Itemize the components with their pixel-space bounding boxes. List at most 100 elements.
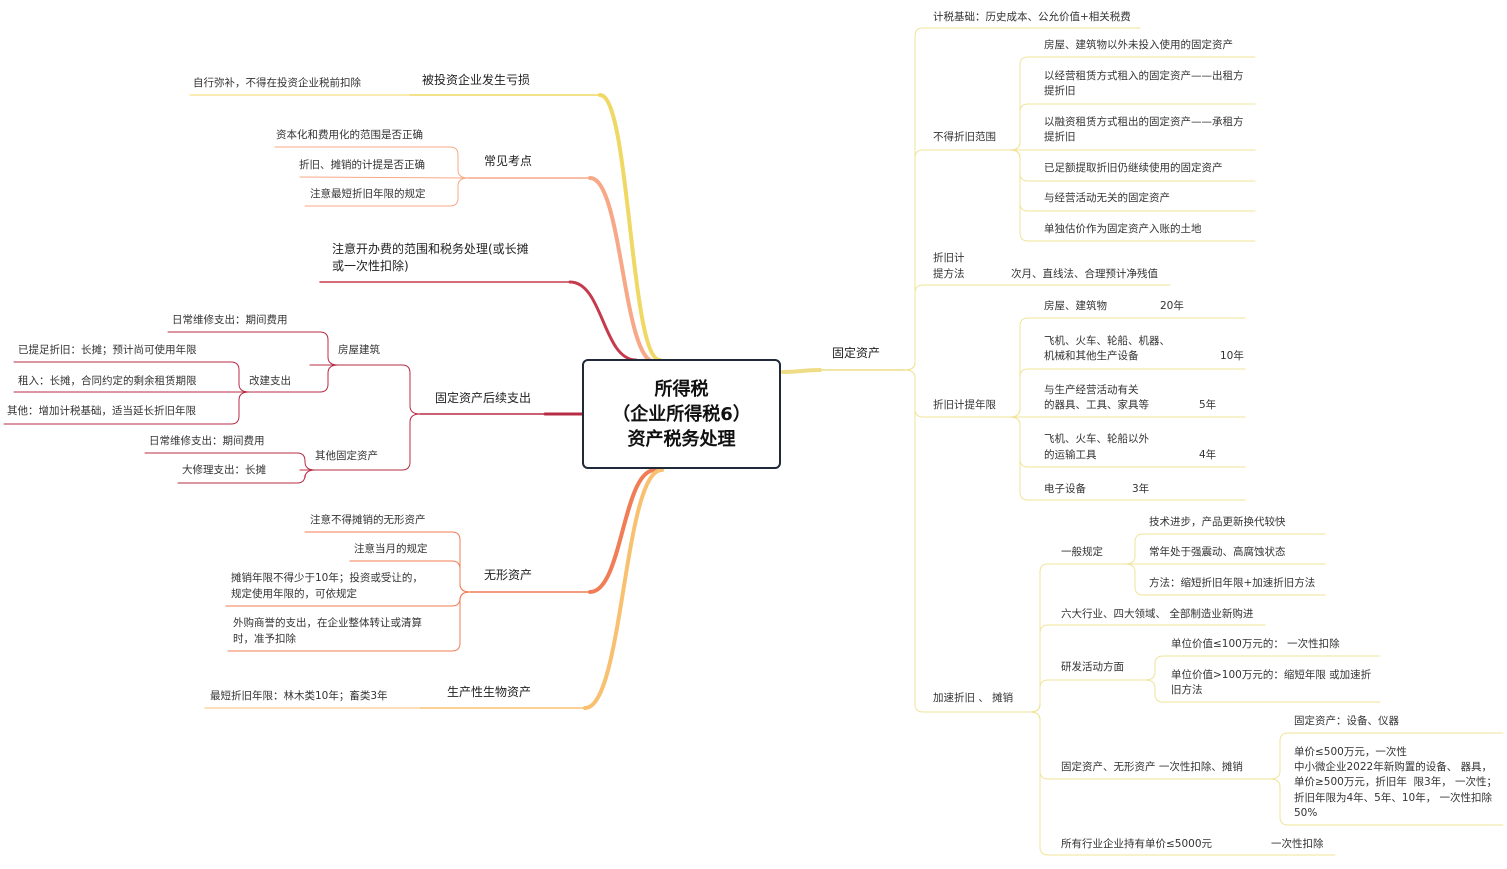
nodep-item-2-line-2[interactable]: 提折旧	[1044, 85, 1076, 97]
method-detail[interactable]: 次月、直线法、合理预计净残值	[1011, 268, 1158, 280]
fi-item-2-line-5[interactable]: 50%	[1294, 807, 1318, 819]
fi-node[interactable]: 固定资产、无形资产 一次性扣除、摊销	[1061, 761, 1243, 773]
intangible-item-1[interactable]: 注意不得摊销的无形资产	[310, 514, 426, 526]
common-topic[interactable]: 常见考点	[484, 154, 533, 168]
subsequent-topic[interactable]: 固定资产后续支出	[435, 391, 532, 405]
nodep-item-3-line-1[interactable]: 以融资租赁方式租出的固定资产——承租方	[1044, 116, 1244, 128]
nodep-item-6[interactable]: 单独估价作为固定资产入账的土地	[1044, 223, 1202, 235]
renovation-node[interactable]: 改建支出	[249, 375, 291, 387]
all-industries-value[interactable]: 一次性扣除	[1271, 838, 1324, 850]
link-other-2	[177, 469, 316, 484]
startup-topic-line-1[interactable]: 注意开办费的范围和税务处理(或长摊	[332, 242, 529, 256]
fixed-assets-topic[interactable]: 固定资产	[832, 346, 881, 360]
common-item-2[interactable]: 折旧、摊销的计提是否正确	[299, 159, 425, 171]
nodep-item-5[interactable]: 与经营活动无关的固定资产	[1044, 192, 1170, 204]
intangible-topic[interactable]: 无形资产	[484, 568, 533, 582]
rd-item-1[interactable]: 单位价值≤100万元的： 一次性扣除	[1171, 638, 1340, 650]
renovation-item-1[interactable]: 已提足折旧：长摊；预计尚可使用年限	[18, 344, 197, 356]
rd-node[interactable]: 研发活动方面	[1061, 661, 1124, 673]
tax-basis[interactable]: 计税基础：历史成本、公允价值+相关税费	[933, 11, 1131, 23]
years-item-2-label-1[interactable]: 飞机、火车、轮船、机器、	[1044, 335, 1170, 347]
renovation-item-2[interactable]: 租入：长摊，合同约定的剩余租赁期限	[18, 375, 197, 387]
method-node-line-2[interactable]: 提方法	[933, 268, 965, 280]
years-item-1-value[interactable]: 20年	[1160, 300, 1184, 312]
nodep-item-1[interactable]: 房屋、建筑物以外未投入使用的固定资产	[1044, 39, 1233, 51]
years-item-4-value[interactable]: 4年	[1199, 449, 1217, 461]
rd-item-2-line-2[interactable]: 旧方法	[1171, 684, 1203, 696]
link-general-3	[1124, 563, 1146, 596]
no-depreciation-node[interactable]: 不得折旧范围	[933, 131, 996, 143]
link-renovation-3	[3, 391, 250, 425]
link-other-fixed	[299, 413, 421, 471]
link-common	[588, 176, 657, 364]
years-item-2-value[interactable]: 10年	[1220, 350, 1244, 362]
method-node-line-1[interactable]: 折旧计	[933, 252, 965, 264]
bio-detail[interactable]: 最短折旧年限：林木类10年；畜类3年	[210, 690, 388, 702]
link-years-1	[1009, 317, 1041, 418]
link-common-3	[304, 177, 469, 207]
loss-topic[interactable]: 被投资企业发生亏损	[422, 73, 531, 87]
fi-item-2-line-4[interactable]: 折旧年限为4年、5年、10年， 一次性扣除	[1294, 792, 1493, 804]
years-item-2-label-2[interactable]: 机械和其他生产设备	[1044, 350, 1139, 362]
years-item-3-value[interactable]: 5年	[1199, 399, 1217, 411]
building-daily[interactable]: 日常维修支出：期间费用	[172, 314, 288, 326]
renovation-item-3[interactable]: 其他：增加计税基础，适当延长折旧年限	[7, 405, 196, 417]
root-node[interactable]: 所得税 （企业所得税6） 资产税务处理	[582, 359, 781, 469]
common-item-3[interactable]: 注意最短折旧年限的规定	[310, 188, 426, 200]
link-fi-2	[1269, 778, 1291, 826]
intangible-item-2[interactable]: 注意当月的规定	[354, 543, 428, 555]
link-common-1	[274, 146, 469, 179]
years-item-4-label-1[interactable]: 飞机、火车、轮船以外	[1044, 433, 1149, 445]
fi-item-2-line-3[interactable]: 单价≥500万元，折旧年 限3年， 一次性；	[1294, 776, 1498, 788]
intangible-item-4-line-1[interactable]: 外购商誉的支出，在企业整体转让或清算	[233, 617, 422, 629]
intangible-item-3-line-2[interactable]: 规定使用年限的，可依规定	[231, 588, 357, 600]
years-item-3-label-1[interactable]: 与生产经营活动有关	[1044, 384, 1139, 396]
link-loss	[598, 93, 662, 362]
link-six	[1029, 624, 1057, 713]
root-line-1: 所得税	[654, 378, 709, 400]
rd-item-2-line-1[interactable]: 单位价值>100万元的：缩短年限 或加速折	[1171, 669, 1372, 681]
startup-topic-line-2[interactable]: 或一次性扣除)	[332, 259, 409, 273]
link-nodep-2	[1009, 103, 1041, 151]
fi-item-2-line-1[interactable]: 单价≤500万元，一次性	[1294, 746, 1407, 758]
fi-item-1[interactable]: 固定资产：设备、仪器	[1294, 715, 1399, 727]
general-item-1[interactable]: 技术进步，产品更新换代较快	[1149, 516, 1286, 528]
link-renovation	[239, 364, 339, 393]
years-item-1-label[interactable]: 房屋、建筑物	[1044, 300, 1107, 312]
nodep-item-4[interactable]: 已足额提取折旧仍继续使用的固定资产	[1044, 162, 1223, 174]
link-basis	[904, 27, 929, 371]
other-fixed-node[interactable]: 其他固定资产	[315, 450, 378, 462]
intangible-item-4-line-2[interactable]: 时，准予扣除	[233, 633, 296, 645]
years-node[interactable]: 折旧计提年限	[933, 399, 996, 411]
nodep-item-3-line-2[interactable]: 提折旧	[1044, 131, 1076, 143]
six-industries[interactable]: 六大行业、四大领域、 全部制造业新购进	[1061, 608, 1254, 620]
link-bio	[583, 468, 664, 710]
accel-node[interactable]: 加速折旧 、 摊销	[933, 692, 1014, 704]
link-rd-2	[1144, 679, 1168, 703]
loss-detail[interactable]: 自行弥补，不得在投资企业税前扣除	[193, 77, 361, 89]
years-item-4-label-2[interactable]: 的运输工具	[1044, 449, 1097, 461]
common-item-1[interactable]: 资本化和费用化的范围是否正确	[276, 129, 423, 141]
link-intangible-2	[349, 560, 471, 593]
intangible-item-3-line-1[interactable]: 摊销年限不得少于10年；投资或受让的，	[231, 572, 423, 584]
building-node[interactable]: 房屋建筑	[338, 344, 380, 356]
link-fi-1	[1269, 732, 1291, 780]
years-item-5-label[interactable]: 电子设备	[1044, 483, 1086, 495]
link-rd-1	[1144, 655, 1168, 681]
other-item-1[interactable]: 日常维修支出：期间费用	[149, 435, 265, 447]
fi-item-2-line-2[interactable]: 中小微企业2022年新购置的设备、 器具，	[1294, 761, 1493, 773]
link-rd	[1029, 679, 1057, 713]
link-method	[904, 284, 929, 371]
general-item-2[interactable]: 常年处于强震动、高腐蚀状态	[1149, 546, 1286, 558]
years-item-5-value[interactable]: 3年	[1132, 483, 1150, 495]
all-industries-node[interactable]: 所有行业企业持有单价≤5000元	[1061, 838, 1213, 850]
nodep-item-2-line-1[interactable]: 以经营租赁方式租入的固定资产——出租方	[1044, 70, 1244, 82]
other-item-2[interactable]: 大修理支出：长摊	[182, 464, 266, 476]
link-general	[1029, 563, 1057, 713]
root-line-3: 资产税务处理	[627, 428, 736, 450]
general-node[interactable]: 一般规定	[1061, 546, 1103, 558]
bio-topic[interactable]: 生产性生物资产	[447, 685, 532, 699]
years-item-3-label-2[interactable]: 的器具、工具、家具等	[1044, 399, 1149, 411]
general-item-3[interactable]: 方法：缩短折旧年限+加速折旧方法	[1149, 577, 1316, 589]
